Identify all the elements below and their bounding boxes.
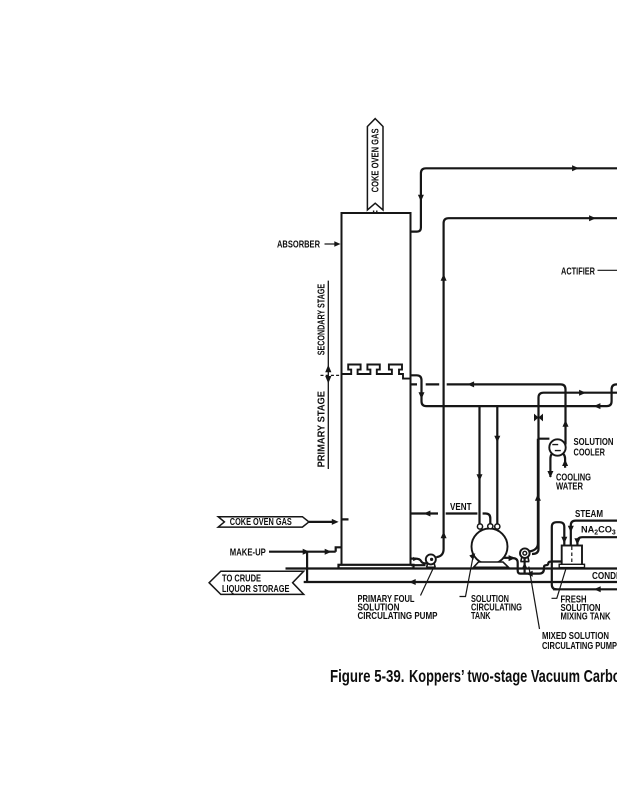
svg-text:ABSORBER: ABSORBER bbox=[277, 239, 321, 250]
svg-text:Koppers’ two-stage Vacuum Carb: Koppers’ two-stage Vacuum Carbonate bbox=[409, 666, 617, 686]
svg-text:SOLUTION: SOLUTION bbox=[471, 594, 509, 605]
svg-text:PRIMARY FOUL: PRIMARY FOUL bbox=[358, 594, 415, 605]
svg-text:TO CRUDE: TO CRUDE bbox=[222, 573, 261, 584]
svg-text:COOLER: COOLER bbox=[574, 448, 606, 459]
svg-text:MIXED SOLUTION: MIXED SOLUTION bbox=[542, 631, 609, 642]
svg-text:TANK: TANK bbox=[471, 611, 491, 622]
svg-text:SOLUTION: SOLUTION bbox=[358, 602, 400, 613]
svg-text:CIRCULATING: CIRCULATING bbox=[471, 602, 522, 613]
svg-text:CIRCULATING PUMP: CIRCULATING PUMP bbox=[542, 641, 617, 652]
svg-text:COOLING: COOLING bbox=[556, 473, 591, 484]
svg-text:MAKE-UP: MAKE-UP bbox=[230, 547, 266, 558]
svg-text:CIRCULATING PUMP: CIRCULATING PUMP bbox=[358, 611, 438, 622]
svg-text:FRESH: FRESH bbox=[561, 595, 587, 606]
svg-text:SOLUTION: SOLUTION bbox=[561, 603, 601, 614]
svg-text:MIXING TANK: MIXING TANK bbox=[561, 612, 612, 623]
svg-text:VENT: VENT bbox=[450, 502, 472, 513]
svg-text:CONDENSER: CONDENSER bbox=[592, 571, 617, 582]
svg-text:ACTIFIER: ACTIFIER bbox=[561, 266, 596, 277]
svg-text:NA2CO3: NA2CO3 bbox=[581, 524, 616, 536]
svg-text:WATER: WATER bbox=[556, 482, 584, 493]
svg-text:SOLUTION: SOLUTION bbox=[574, 437, 614, 448]
svg-text:STEAM: STEAM bbox=[575, 509, 603, 520]
svg-text:COKE OVEN GAS: COKE OVEN GAS bbox=[230, 517, 292, 528]
svg-text:PRIMARY STAGE: PRIMARY STAGE bbox=[317, 391, 328, 468]
svg-text:LIQUOR STORAGE: LIQUOR STORAGE bbox=[222, 584, 290, 595]
svg-text:Figure 5-39.: Figure 5-39. bbox=[330, 666, 405, 686]
svg-text:COKE OVEN GAS: COKE OVEN GAS bbox=[371, 128, 382, 192]
svg-text:SECONDARY STAGE: SECONDARY STAGE bbox=[317, 284, 328, 356]
